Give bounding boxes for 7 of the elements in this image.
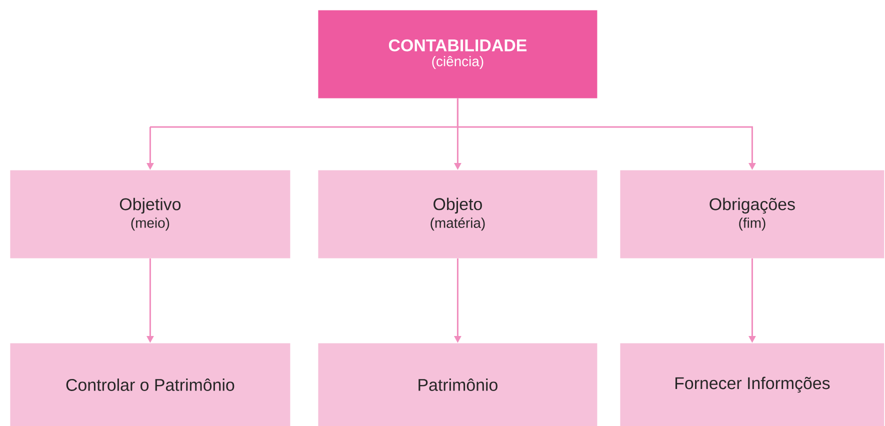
header-box: CONTABILIDADE (ciência) — [318, 10, 598, 98]
category-box: Patrimônio — [318, 343, 598, 426]
category-box: Fornecer Informções — [620, 343, 884, 426]
category-box: Objetivo (meio) — [10, 170, 290, 258]
category-box: Controlar o Patrimônio — [10, 343, 290, 426]
category-box: Obrigações (fim) — [620, 170, 884, 258]
category-box: Objeto (matéria) — [318, 170, 598, 258]
